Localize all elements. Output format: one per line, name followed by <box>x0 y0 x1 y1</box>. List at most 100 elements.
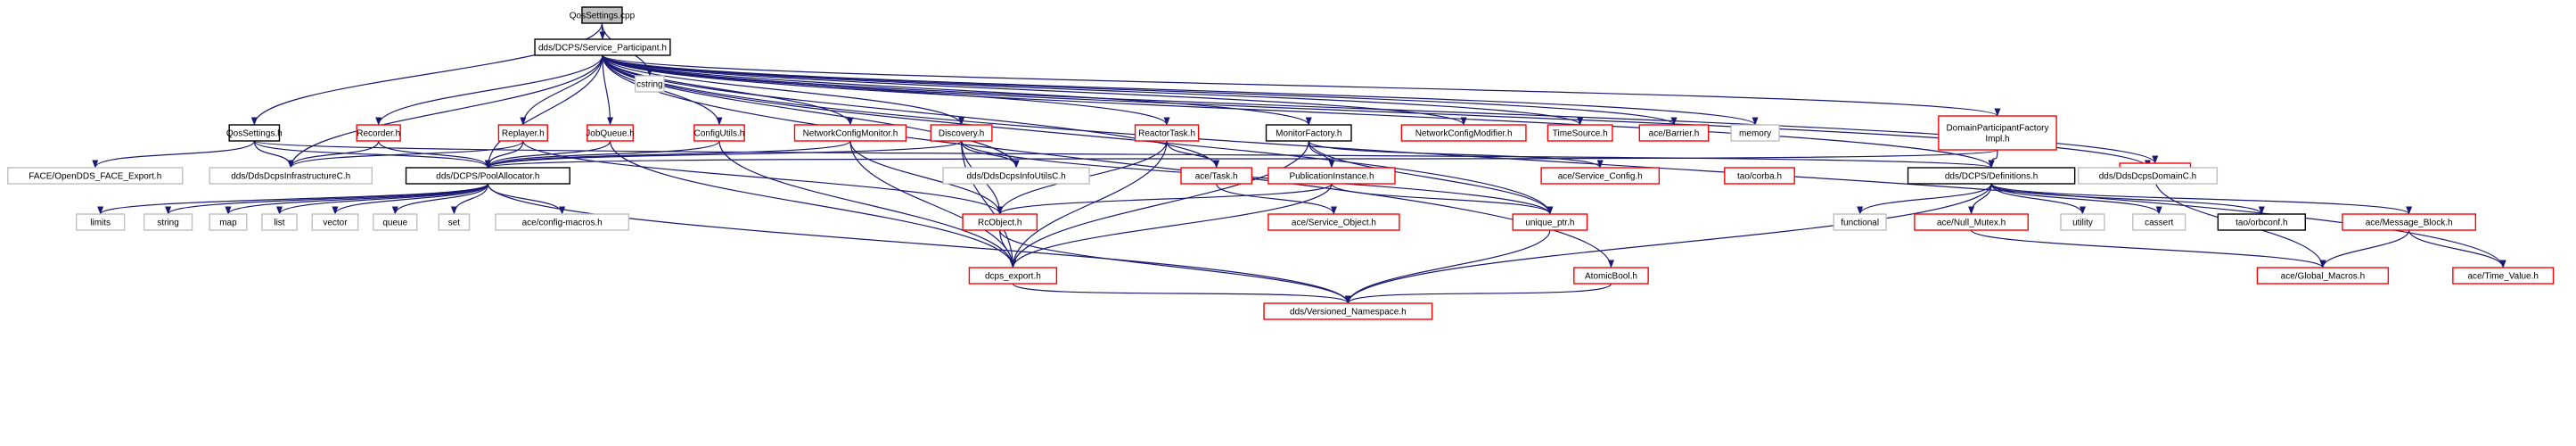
node-box <box>209 167 373 185</box>
edge-definitions-to-ace_message_block <box>1990 183 2412 215</box>
node-versioned_namespace[interactable]: dds/Versioned_Namespace.h <box>1263 302 1433 320</box>
node-box <box>1833 213 1887 231</box>
edge-service_participant-to-ace_time_value <box>602 54 2506 268</box>
node-ace_message_block[interactable]: ace/Message_Block.h <box>2342 213 2477 231</box>
node-label: NetworkConfigMonitor.h <box>803 129 898 139</box>
edge-rcobject-to-dcps_export <box>999 229 1016 268</box>
node-ace_config_macros: ace/config-macros.h <box>495 213 630 231</box>
node-service_participant[interactable]: dds/DCPS/Service_Participant.h <box>534 38 671 56</box>
node-qossettings_cpp[interactable]: QosSettings.cpp <box>570 6 636 24</box>
node-publicationinstance[interactable]: PublicationInstance.h <box>1267 167 1396 185</box>
node-box <box>587 124 634 142</box>
node-ace_service_config[interactable]: ace/Service_Config.h <box>1540 167 1661 185</box>
node-jobqueue[interactable]: JobQueue.h <box>586 124 635 142</box>
node-tao_orbconf[interactable]: tao/orbconf.h <box>2217 213 2307 231</box>
edge-service_participant-to-monitorfactory <box>602 54 1312 126</box>
node-box <box>405 167 570 185</box>
node-monitorfactory[interactable]: MonitorFactory.h <box>1265 124 1352 142</box>
edge-poolallocator-to-queue <box>391 183 488 215</box>
edge-domainparticipantfactory-to-poolallocator <box>485 149 1998 169</box>
node-ace_time_value[interactable]: ace/Time_Value.h <box>2452 267 2555 285</box>
edge-service_participant-to-discovery <box>602 54 965 126</box>
node-label: list <box>274 219 284 228</box>
node-label: RcObject.h <box>978 219 1021 228</box>
edge-poolallocator-to-vector <box>332 183 488 215</box>
node-box <box>962 213 1038 231</box>
edge-service_participant-to-domainparticipantfactory <box>602 54 2001 117</box>
node-box <box>1573 267 1649 285</box>
edge-definitions-to-tao_orbconf <box>1990 183 2265 215</box>
node-box <box>1730 124 1780 142</box>
node-label: ace/Message_Block.h <box>2366 219 2453 228</box>
edge-monitorfactory-to-dcps_export <box>1009 140 1309 268</box>
node-label: AtomicBool.h <box>1585 272 1637 282</box>
node-configutils[interactable]: ConfigUtils.h <box>693 124 745 142</box>
node-rcobject[interactable]: RcObject.h <box>962 213 1038 231</box>
node-label: dcps_export.h <box>985 272 1041 282</box>
node-definitions[interactable]: dds/DCPS/Definitions.h <box>1907 167 2076 185</box>
edge-monitorfactory-to-publicationinstance <box>1308 140 1335 169</box>
edge-service_participant-to-ace_argv <box>602 54 2159 164</box>
node-tao_corba[interactable]: tao/corba.h <box>1724 167 1795 185</box>
node-unique_ptr[interactable]: unique_ptr.h <box>1512 213 1588 231</box>
edge-recorder-to-ddsdcpsinfrastructurec <box>287 140 380 169</box>
node-label: dds/DCPS/Definitions.h <box>1945 172 2039 182</box>
node-label: queue <box>382 219 407 228</box>
node-qossettings_h[interactable]: QosSettings.h <box>226 124 283 142</box>
node-ace_barrier[interactable]: ace/Barrier.h <box>1638 124 1710 142</box>
edge-poolallocator-to-list <box>276 183 488 215</box>
node-poolallocator[interactable]: dds/DCPS/PoolAllocator.h <box>405 167 570 185</box>
node-replayer[interactable]: Replayer.h <box>497 124 548 142</box>
node-label: dds/DCPS/Service_Participant.h <box>538 44 667 54</box>
node-box <box>1267 213 1400 231</box>
edge-domainparticipantfactory-to-definitions <box>1988 149 1998 169</box>
node-box <box>1907 167 2076 185</box>
node-timesource[interactable]: TimeSource.h <box>1546 124 1613 142</box>
node-box <box>228 124 281 142</box>
node-networkconfigmodifier[interactable]: NetworkConfigModifier.h <box>1400 124 1527 142</box>
node-label: ace/config-macros.h <box>522 219 603 228</box>
node-functional: functional <box>1833 213 1887 231</box>
node-label: Recorder.h <box>357 129 400 139</box>
node-box <box>1540 167 1661 185</box>
node-box <box>581 6 623 24</box>
node-box <box>693 124 745 142</box>
node-discovery[interactable]: Discovery.h <box>930 124 993 142</box>
node-ace_null_mutex[interactable]: ace/Null_Mutex.h <box>1914 213 2029 231</box>
node-map: map <box>209 213 248 231</box>
node-dcps_export[interactable]: dcps_export.h <box>968 267 1058 285</box>
node-box <box>1400 124 1527 142</box>
node-face_export: FACE/OpenDDS_FACE_Export.h <box>7 167 184 185</box>
node-recorder[interactable]: Recorder.h <box>356 124 401 142</box>
edge-ace_message_block-to-ace_time_value <box>2408 229 2506 268</box>
edge-discovery-to-unique_ptr <box>961 140 1554 215</box>
edge-service_participant-to-networkconfigmodifier <box>602 54 1467 126</box>
node-ace_service_object[interactable]: ace/Service_Object.h <box>1267 213 1400 231</box>
node-networkconfigmonitor[interactable]: NetworkConfigMonitor.h <box>793 124 907 142</box>
node-label: ConfigUtils.h <box>694 129 745 139</box>
node-ace_task[interactable]: ace/Task.h <box>1180 167 1253 185</box>
node-label: QosSettings.cpp <box>570 12 636 21</box>
node-label: limits <box>90 219 111 228</box>
node-box <box>1512 213 1588 231</box>
node-reactortask[interactable]: ReactorTask.h <box>1134 124 1200 142</box>
node-label: set <box>448 219 461 228</box>
node-label: dds/Versioned_Namespace.h <box>1290 308 1407 318</box>
node-limits: limits <box>76 213 126 231</box>
node-label: QosSettings.h <box>226 129 283 139</box>
node-box <box>793 124 907 142</box>
node-label: Replayer.h <box>502 129 545 139</box>
edge-jobqueue-to-poolallocator <box>484 140 611 169</box>
node-label: string <box>157 219 178 228</box>
edge-configutils-to-poolallocator <box>484 140 720 169</box>
node-box <box>2132 213 2186 231</box>
edge-service_participant-to-recorder <box>375 54 603 126</box>
node-atomicbool[interactable]: AtomicBool.h <box>1573 267 1649 285</box>
edge-replayer-to-ddsdcpsinfrastructurec <box>287 140 524 169</box>
node-ace_global_macros[interactable]: ace/Global_Macros.h <box>2256 267 2390 285</box>
edge-networkconfigmonitor-to-poolallocator <box>485 140 851 169</box>
edge-poolallocator-to-versioned_namespace <box>487 183 1351 304</box>
edge-publicationinstance-to-unique_ptr <box>1331 183 1554 215</box>
